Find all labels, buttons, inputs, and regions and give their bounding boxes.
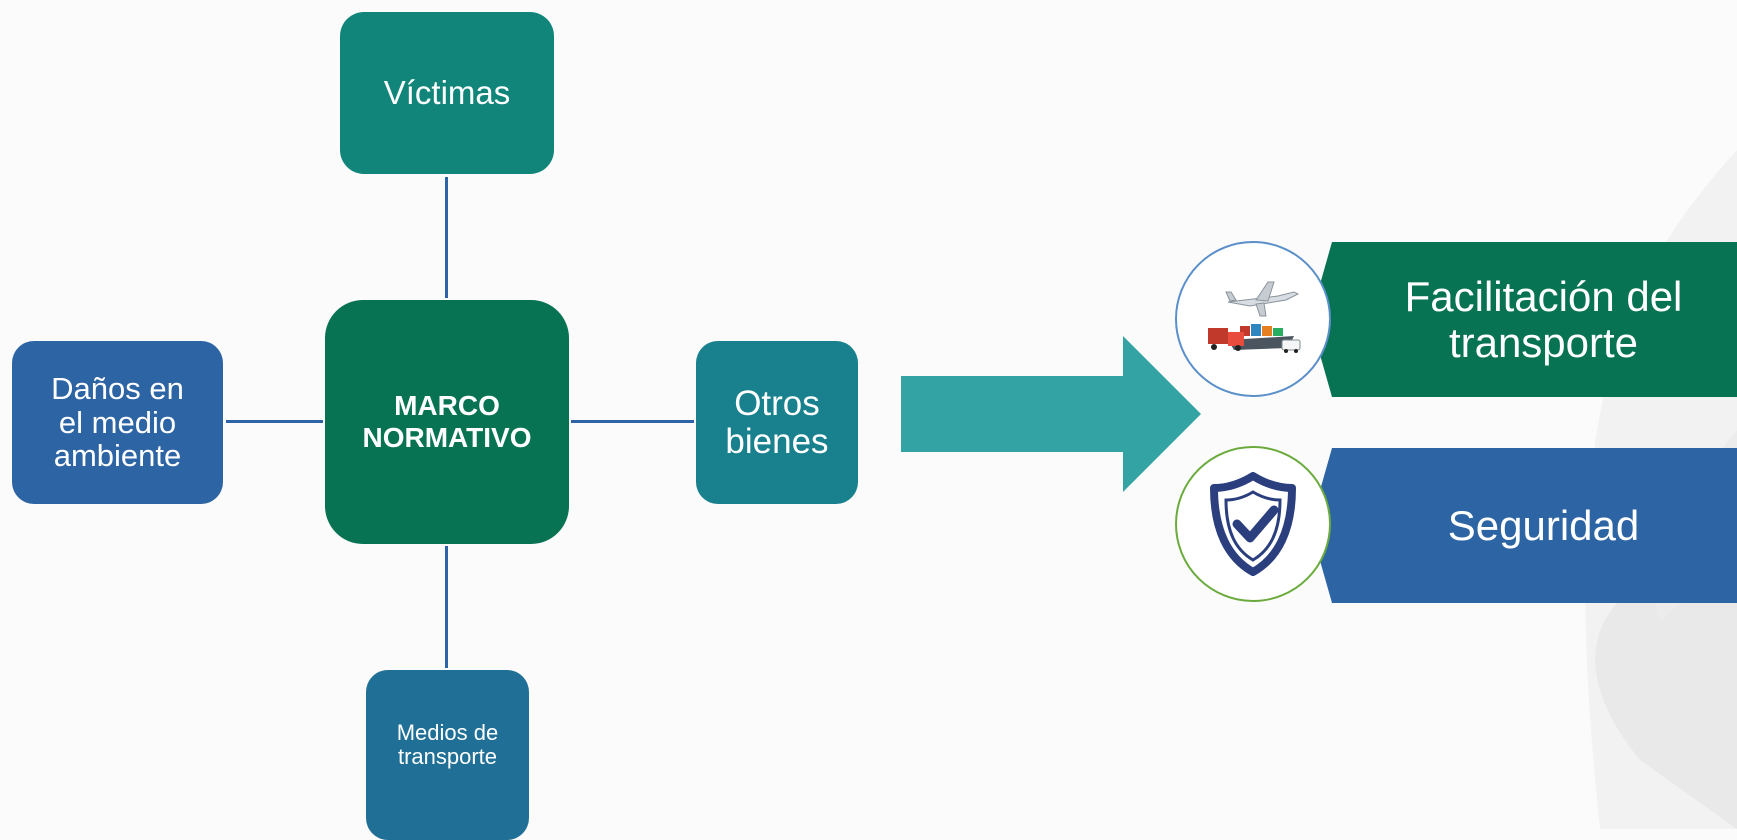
arrow-shape	[901, 336, 1201, 492]
node-marco-normativo: MARCO NORMATIVO	[325, 300, 569, 544]
node-medios-transporte: Medios de transporte	[366, 670, 529, 840]
connector-bottom	[445, 546, 448, 668]
truck-icon	[1208, 328, 1244, 351]
transport-circle	[1175, 241, 1331, 397]
center-label-line2: NORMATIVO	[362, 422, 532, 453]
node-danos-medio-ambiente: Daños en el medio ambiente	[12, 341, 223, 504]
outcome-seg-label: Seguridad	[1447, 501, 1640, 549]
center-label-line1: MARCO	[394, 389, 500, 421]
node-victimas: Víctimas	[340, 12, 554, 174]
bottom-label-line1: Medios de	[396, 720, 499, 746]
shield-check-icon	[1210, 472, 1296, 576]
ship-icon	[1228, 324, 1294, 350]
node-victimas-label: Víctimas	[383, 74, 511, 112]
outcome-fac-line2: transporte	[1448, 318, 1639, 366]
node-otros-bienes: Otros bienes	[696, 341, 858, 504]
left-label-line1: Daños en	[51, 371, 184, 407]
outcome-fac-line1: Facilitación del	[1404, 273, 1683, 321]
airplane-icon	[1225, 281, 1300, 317]
van-icon	[1281, 339, 1301, 353]
right-label-line2: bienes	[725, 421, 829, 461]
left-label-line2: el medio	[58, 404, 177, 440]
connector-left	[226, 420, 323, 423]
right-label-line1: Otros	[734, 383, 820, 423]
outcome-facilitacion-transporte: Facilitación del transporte	[1310, 242, 1737, 397]
right-arrow-icon	[901, 336, 1201, 492]
connector-right	[571, 420, 694, 423]
bottom-label-line2: transporte	[397, 744, 498, 769]
connector-top	[445, 177, 448, 298]
transport-vehicles-icon	[1208, 281, 1301, 353]
left-label-line3: ambiente	[53, 438, 182, 474]
shield-circle	[1175, 446, 1331, 602]
outcome-seguridad: Seguridad	[1310, 448, 1737, 603]
